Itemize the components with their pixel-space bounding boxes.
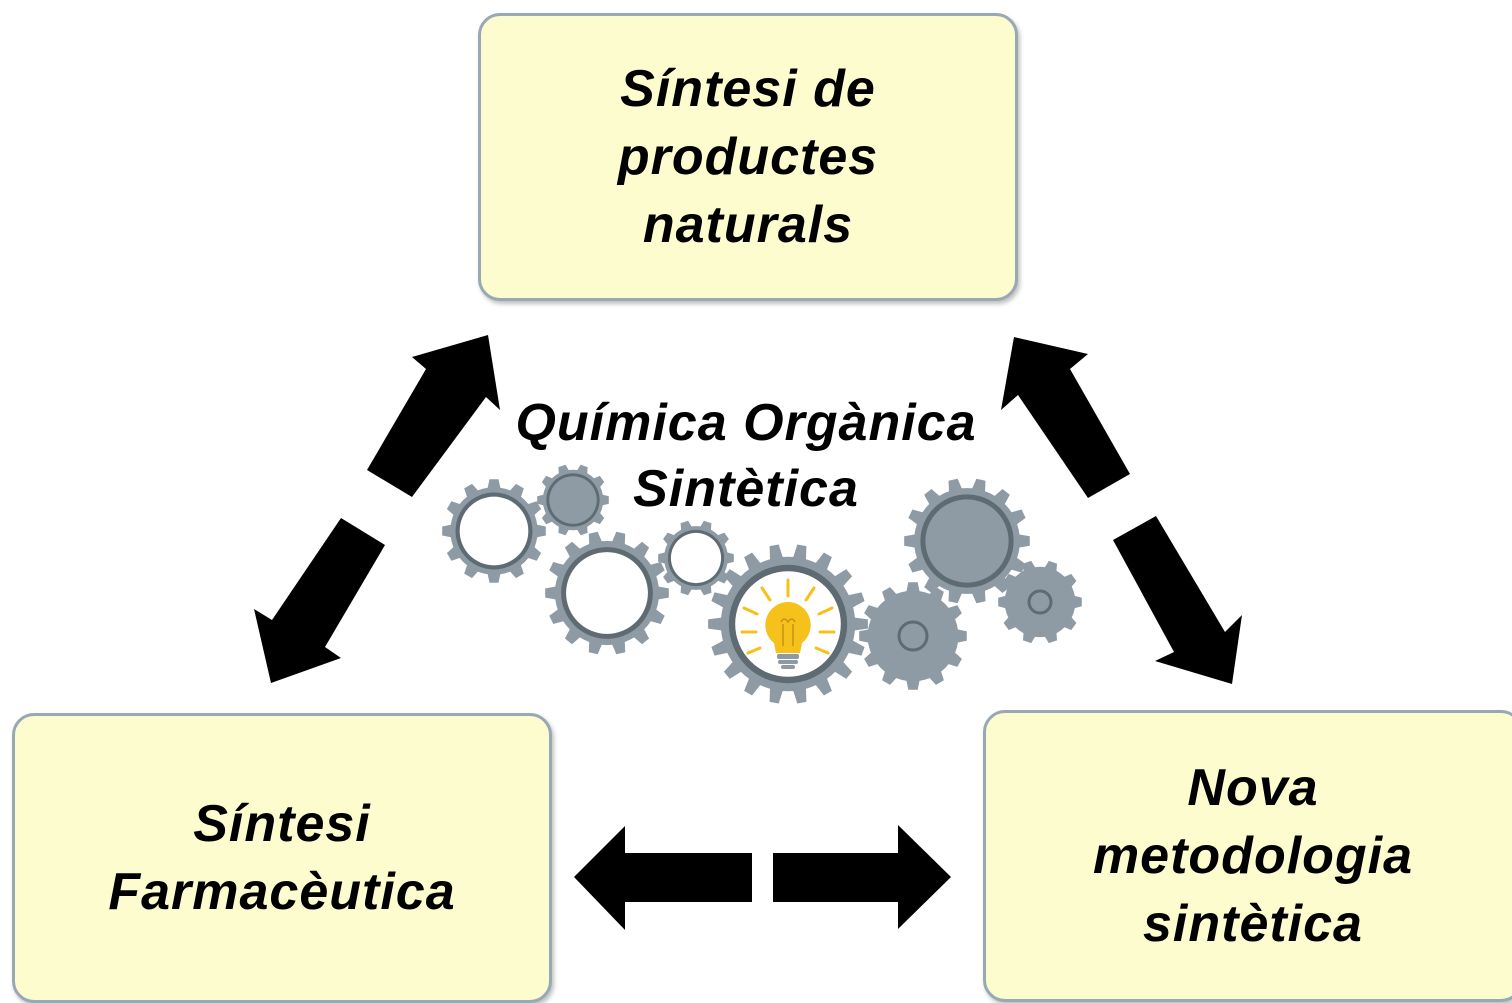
- center-title: Química Orgànica Sintètica: [500, 390, 992, 522]
- node-right-line-1: Nova: [1187, 759, 1319, 817]
- node-natural-products-synthesis: Síntesi de productes naturals: [478, 13, 1018, 301]
- gear-icon: [537, 464, 609, 536]
- center-title-line-1: Química Orgànica: [515, 394, 977, 452]
- arrow-right-upper: [1001, 337, 1130, 498]
- arrow-left-upper: [367, 335, 500, 497]
- node-top-line-3: naturals: [642, 196, 854, 254]
- gear-icon: [998, 560, 1082, 644]
- gear-icon: [859, 582, 967, 690]
- arrow-left-lower: [254, 518, 385, 683]
- arrow-bottom-left: [574, 826, 752, 930]
- arrows: [254, 335, 1242, 930]
- gear-icon: [545, 531, 669, 655]
- node-left-line-1: Síntesi: [193, 795, 371, 853]
- node-new-synthetic-methodology: Nova metodologia sintètica: [983, 710, 1512, 1002]
- arrow-right-lower: [1113, 516, 1242, 684]
- node-top-line-2: productes: [617, 128, 879, 186]
- gear-icon: [442, 479, 546, 583]
- node-pharmaceutical-synthesis: Síntesi Farmacèutica: [12, 713, 552, 1003]
- gear-icon: [658, 520, 734, 596]
- arrow-bottom-right: [773, 825, 951, 929]
- node-right-line-2: metodologia: [1092, 827, 1414, 885]
- node-left-line-2: Farmacèutica: [108, 863, 456, 921]
- center-title-line-2: Sintètica: [633, 460, 859, 518]
- node-top-line-1: Síntesi de: [620, 60, 876, 118]
- node-right-line-3: sintètica: [1143, 895, 1363, 953]
- lightbulb-icon: [740, 578, 836, 669]
- gear-icon: [904, 478, 1030, 604]
